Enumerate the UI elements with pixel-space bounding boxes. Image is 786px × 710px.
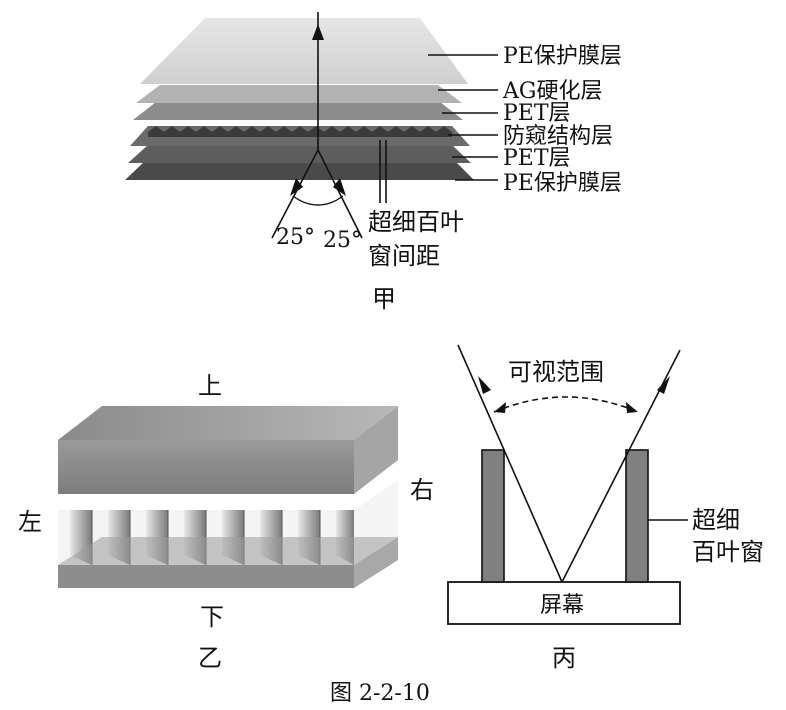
screen-rect [447, 581, 681, 625]
view-range-arc [493, 396, 639, 413]
bottom-slab-side [354, 537, 398, 588]
cone-right-arrow [333, 178, 346, 196]
ray-right-arrow [657, 376, 670, 394]
layer-pe-bottom [125, 161, 474, 180]
cone-left [271, 149, 319, 239]
top-slab-top [58, 406, 398, 440]
screen-label: 屏幕 [540, 593, 584, 618]
label-bottom: 下 [200, 603, 224, 631]
layer-label-pet-upper: PET层 [503, 101, 571, 126]
caption-jia: 甲 [372, 285, 396, 313]
louver-label-line2: 百叶窗 [692, 538, 764, 566]
layer-label-privacy: 防窥结构层 [503, 124, 613, 149]
angle-left-label: 25° [276, 225, 315, 250]
layer-leaders [428, 54, 498, 181]
view-range-arrow-left [494, 402, 506, 413]
cone-left-arrow [290, 178, 303, 196]
angle-right-label: 25° [323, 228, 362, 253]
ray-left [457, 344, 563, 583]
layer-label-pe-top: PE保护膜层 [503, 44, 622, 69]
layer-label-ag: AG硬化层 [502, 79, 602, 104]
cone-right [317, 149, 363, 239]
view-range-arrow-right [626, 402, 638, 413]
label-left: 左 [18, 508, 42, 536]
figure-caption: 图 2-2-10 [330, 681, 430, 706]
layer-pet-upper [133, 102, 463, 120]
panel-bing: 屏幕 可视范围 超细 百叶窗 丙 [447, 344, 764, 672]
panel-yi: 上 左 右 下 乙 [18, 372, 434, 672]
normal-ray-arrow [312, 24, 324, 40]
bottom-slab-front [58, 565, 354, 588]
top-slab-front [58, 440, 354, 494]
top-slab-side [354, 406, 398, 494]
louver-label-line1: 超细 [692, 506, 740, 534]
panel-jia: PE保护膜层 AG硬化层 PET层 防窥结构层 PET层 PE保护膜层 25° … [125, 12, 622, 313]
spacing-label-line1: 超细百叶 [368, 208, 464, 236]
bottom-slab-top [58, 537, 398, 565]
caption-bing: 丙 [552, 644, 576, 672]
ray-left-arrow [478, 376, 491, 394]
view-range-label: 可视范围 [508, 358, 604, 386]
spacing-marker [379, 140, 387, 203]
angle-arc-left [292, 195, 319, 206]
louver-left [481, 449, 505, 583]
label-right: 右 [410, 476, 434, 504]
louver-right [625, 449, 649, 583]
layer-label-pe-bottom: PE保护膜层 [503, 171, 622, 196]
label-top: 上 [198, 372, 222, 400]
caption-yi: 乙 [198, 644, 222, 672]
privacy-teeth [148, 126, 452, 137]
layer-label-pet-lower: PET层 [503, 146, 571, 171]
angle-arc-right [317, 195, 344, 206]
layer-ag [136, 85, 462, 103]
layer-pet-lower [128, 145, 471, 163]
spacing-label-line2: 窗间距 [368, 242, 440, 270]
layer-pe-top [140, 18, 468, 84]
